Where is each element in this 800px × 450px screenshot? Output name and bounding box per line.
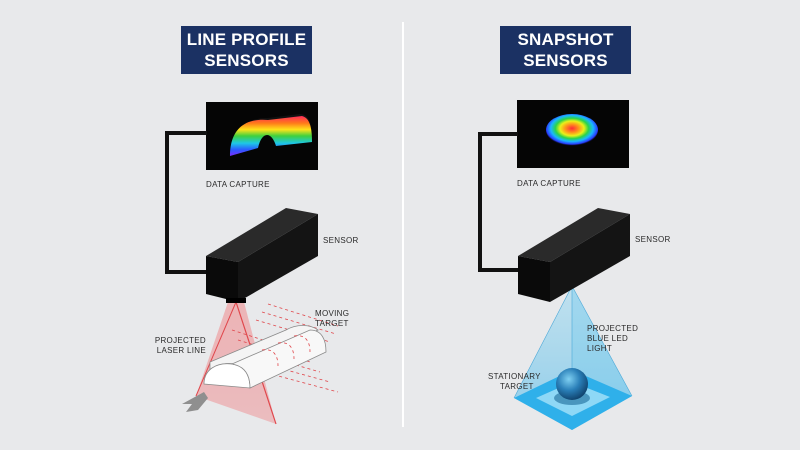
snapshot-title-line2: SENSORS (523, 50, 608, 70)
left-sensor-label: SENSOR (323, 236, 359, 245)
laser-line-label: PROJECTED LASER LINE (130, 336, 206, 356)
stationary-target-sphere (556, 368, 588, 400)
moving-target-label: MOVING TARGET (315, 309, 349, 329)
snapshot-scan-image (546, 114, 598, 146)
blue-led-label: PROJECTED BLUE LED LIGHT (587, 324, 638, 354)
laser-line1: PROJECTED (154, 336, 206, 345)
snapshot-title: SNAPSHOT SENSORS (500, 26, 631, 74)
moving-target (203, 325, 327, 389)
stationary-target-label: STATIONARY TARGET (488, 372, 541, 392)
left-data-capture-label: DATA CAPTURE (206, 180, 270, 189)
left-sensor-box (206, 208, 318, 303)
snapshot-title-line1: SNAPSHOT (517, 29, 614, 49)
blue-led-line1: PROJECTED (587, 324, 639, 333)
right-data-capture-label: DATA CAPTURE (517, 179, 581, 188)
laser-line2: LASER LINE (156, 346, 206, 355)
panel-divider (402, 22, 404, 427)
right-sensor-box (518, 208, 630, 302)
left-connector-bracket (165, 131, 207, 274)
line-profile-title-line1: LINE PROFILE (186, 29, 307, 49)
blue-led-line2: BLUE LED (587, 334, 629, 343)
moving-target-line2: TARGET (315, 319, 349, 328)
stationary-line2: TARGET (500, 382, 534, 391)
line-profile-scan-image (230, 116, 312, 156)
movement-arrow (182, 392, 208, 412)
stationary-line1: STATIONARY (488, 372, 541, 381)
line-profile-title-line2: SENSORS (204, 50, 289, 70)
moving-target-line1: MOVING (315, 309, 350, 318)
blue-led-line3: LIGHT (587, 344, 613, 353)
right-connector-bracket (478, 132, 518, 272)
right-sensor-label: SENSOR (635, 235, 671, 244)
line-profile-title: LINE PROFILE SENSORS (181, 26, 312, 74)
